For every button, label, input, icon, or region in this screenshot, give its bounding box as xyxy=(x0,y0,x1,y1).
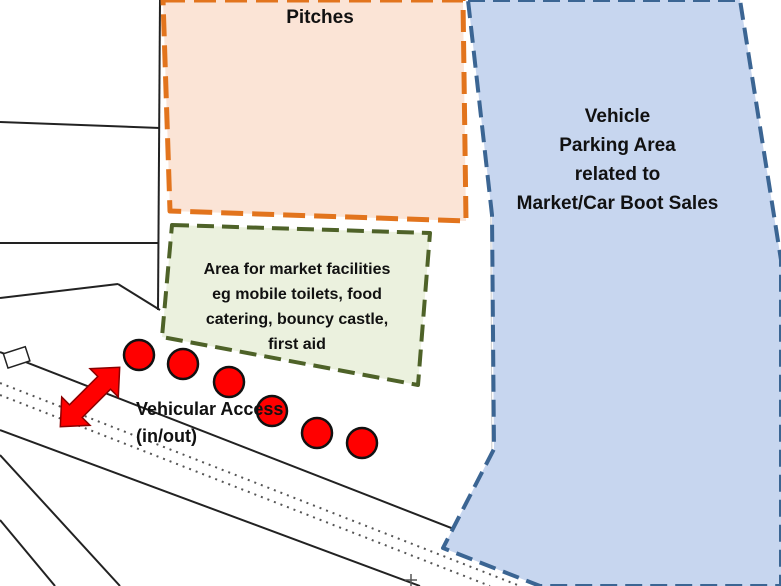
road-edge-line xyxy=(0,519,56,586)
access-arrow-shape xyxy=(59,366,121,428)
facilities-area-label: Area for market facilities eg mobile toi… xyxy=(203,261,391,353)
red-circle-marker-icon xyxy=(212,365,246,399)
pitches-label: Pitches xyxy=(286,7,354,28)
boundary-line xyxy=(0,121,161,129)
red-circle-marker-icon xyxy=(300,416,334,450)
road-edge-line xyxy=(0,429,421,586)
facilities-zone xyxy=(160,223,432,387)
boundary-line xyxy=(157,0,161,311)
small-building xyxy=(2,345,31,369)
red-circle-marker-icon xyxy=(122,338,156,372)
vehicular-access-label: Vehicular Access (in/out) xyxy=(136,399,284,446)
parking-zone xyxy=(441,0,781,586)
survey-cross-mark xyxy=(405,574,417,586)
road-edge-line xyxy=(0,454,121,586)
access-markers xyxy=(122,338,379,460)
double-headed-arrow-icon xyxy=(59,366,121,428)
red-circle-marker-icon xyxy=(345,426,379,460)
red-circle-marker-icon xyxy=(255,394,289,428)
boundary-line xyxy=(117,283,161,311)
pitches-zone xyxy=(160,0,469,224)
boundary-line xyxy=(0,283,119,299)
parking-area-label: Vehicle Parking Area related to Market/C… xyxy=(516,106,719,214)
red-circle-marker-icon xyxy=(166,347,200,381)
